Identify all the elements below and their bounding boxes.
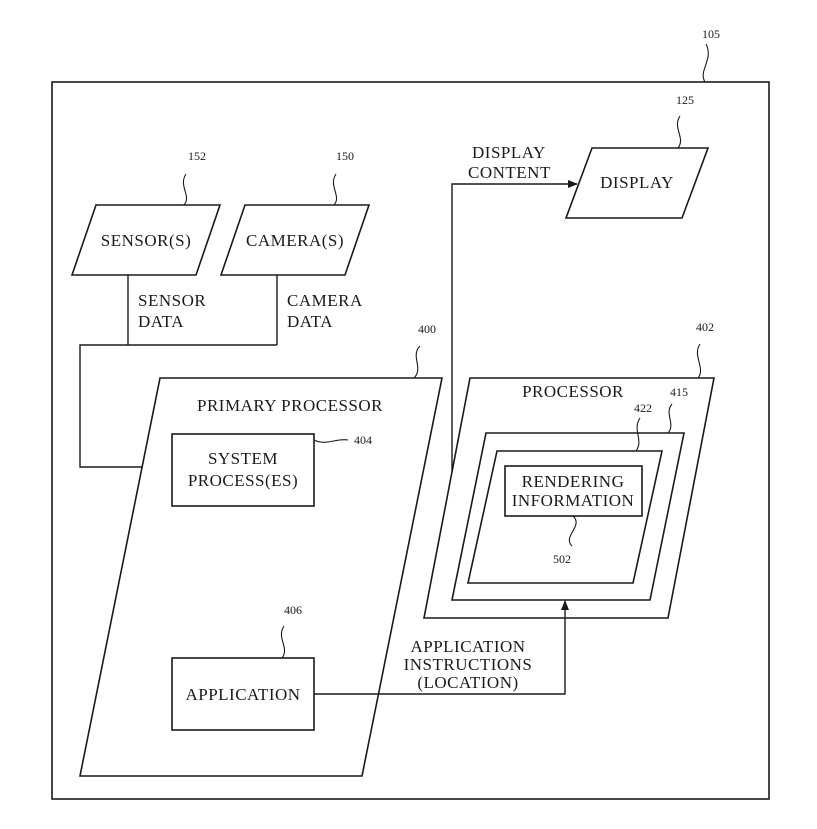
ref-402: 402	[696, 320, 714, 334]
sensor-label: SENSOR(S)	[101, 231, 191, 250]
display-block	[564, 147, 710, 219]
ref-125-leader	[676, 115, 682, 149]
camera-data-label-1: CAMERA	[287, 291, 363, 310]
display-label: DISPLAY	[600, 173, 674, 192]
primary-processor-label: PRIMARY PROCESSOR	[197, 396, 383, 415]
app-instructions-label-3: (LOCATION)	[417, 673, 518, 692]
ref-404-leader	[313, 439, 349, 443]
camera-data-label-2: DATA	[287, 312, 333, 331]
ref-105-leader	[702, 43, 709, 83]
display-content-label-1: DISPLAY	[472, 143, 546, 162]
ref-422-leader	[635, 417, 641, 452]
system-process-block	[171, 433, 315, 507]
ref-422: 422	[634, 401, 652, 415]
display-content-label-2: CONTENT	[468, 163, 551, 182]
ref-502: 502	[553, 552, 571, 566]
application-label: APPLICATION	[185, 685, 300, 704]
rendering-label-2: INFORMATION	[512, 491, 635, 510]
app-instructions-wire	[314, 600, 569, 695]
ref-406: 406	[284, 603, 302, 617]
ref-415-leader	[667, 403, 673, 434]
rendering-label-1: RENDERING	[522, 472, 625, 491]
ref-105: 105	[702, 27, 720, 41]
sensor-block	[70, 204, 222, 276]
app-instructions-label-1: APPLICATION	[410, 637, 525, 656]
ref-415: 415	[670, 385, 688, 399]
merge-wire	[79, 344, 277, 471]
application-block	[171, 657, 315, 731]
sensor-data-label-1: SENSOR	[138, 291, 206, 310]
ref-404: 404	[354, 433, 372, 447]
ref-402-leader	[696, 343, 702, 379]
device-frame	[51, 81, 770, 800]
ref-150-leader	[332, 173, 338, 206]
camera-block	[219, 204, 371, 276]
ref-150: 150	[336, 149, 354, 163]
primary-processor-block	[79, 377, 443, 777]
ref-125: 125	[676, 93, 694, 107]
system-process-label-1: SYSTEM	[208, 449, 278, 468]
ref-406-leader	[280, 625, 286, 659]
ref-152-leader	[182, 173, 188, 206]
ref-400-leader	[413, 345, 421, 379]
system-process-label-2: PROCESS(ES)	[188, 471, 298, 490]
ref-502-leader	[568, 515, 577, 547]
ref-400: 400	[418, 322, 436, 336]
ref-152: 152	[188, 149, 206, 163]
sensor-data-label-2: DATA	[138, 312, 184, 331]
app-instructions-label-2: INSTRUCTIONS	[404, 655, 533, 674]
processor-label: PROCESSOR	[522, 382, 624, 401]
camera-label: CAMERA(S)	[246, 231, 344, 250]
